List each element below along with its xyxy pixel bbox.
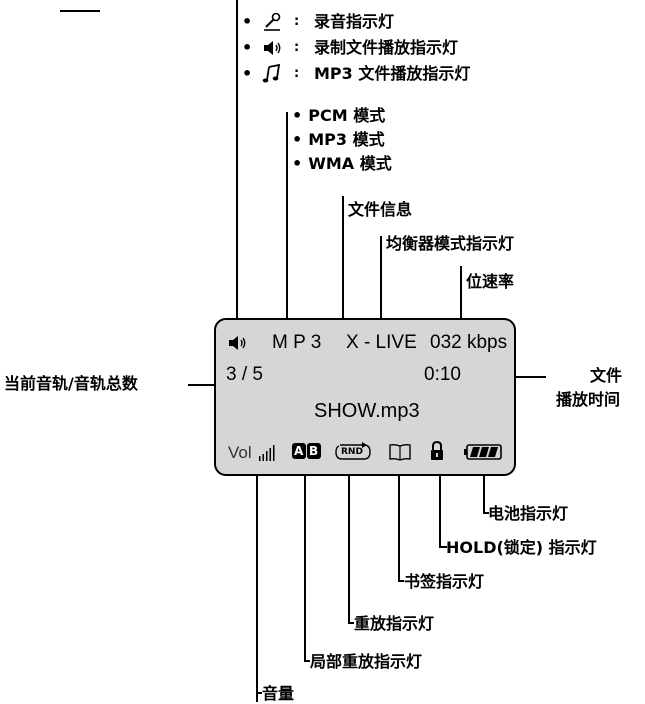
indicator-mp3-playback-label: MP3 文件播放指示灯	[314, 64, 471, 83]
file-info-label: 文件信息	[348, 200, 413, 219]
track-label: 当前音轨/音轨总数	[4, 374, 138, 393]
bullet: •	[242, 64, 253, 83]
bullet: •	[292, 130, 303, 149]
separator: :	[294, 14, 300, 29]
eq-mode-label: 均衡器模式指示灯	[386, 234, 515, 253]
battery-icon	[464, 444, 502, 460]
format-indicator: M P 3	[272, 332, 322, 353]
mode-mp3-label: MP3 模式	[308, 130, 385, 149]
time-label-line1: 文件	[590, 366, 623, 385]
mode-wma: • WMA 模式	[292, 154, 392, 174]
leader-volume-h	[256, 692, 262, 694]
indicator-recorded-playback-label: 录制文件播放指示灯	[314, 38, 459, 57]
ab-a: A	[294, 444, 304, 458]
bitrate-label: 位速率	[466, 272, 515, 291]
leader-bookmark	[398, 466, 400, 582]
speaker-icon	[228, 334, 248, 352]
leader-battery	[483, 466, 485, 514]
leader-file-info	[342, 196, 344, 396]
mode-wma-label: WMA 模式	[308, 154, 392, 173]
leader-ab-h	[304, 660, 310, 662]
mode-mp3: • MP3 模式	[292, 130, 385, 150]
top-rule	[60, 10, 100, 12]
music-note-icon	[262, 63, 282, 84]
volume-bars-icon	[258, 444, 278, 462]
repeat-label: 重放指示灯	[354, 614, 435, 633]
lcd-display: M P 3 X - LIVE 032 kbps 3 / 5 0:10 SHOW.…	[214, 318, 516, 476]
indicator-recorded-playback: • : 录制文件播放指示灯	[242, 38, 458, 58]
ab-b: B	[309, 444, 319, 458]
repeat-label-text: RND	[341, 447, 363, 457]
leader-bookmark-h	[398, 580, 404, 582]
leader-track	[188, 384, 222, 386]
leader-modes	[286, 112, 288, 328]
filename-value: SHOW.mp3	[314, 400, 420, 422]
leader-ab	[304, 466, 306, 662]
speaker-icon	[262, 38, 284, 58]
bookmark-label: 书签指示灯	[404, 572, 485, 591]
ab-repeat-label: 局部重放指示灯	[310, 652, 423, 671]
leader-battery-h	[483, 512, 489, 514]
ab-repeat-icon: A B	[292, 443, 322, 461]
battery-label: 电池指示灯	[488, 504, 569, 523]
leader-repeat	[348, 466, 350, 624]
repeat-icon: RND	[334, 442, 372, 462]
eq-indicator: X - LIVE	[346, 332, 417, 353]
bullet: •	[242, 38, 253, 57]
separator: :	[294, 40, 300, 55]
leader-eq	[380, 236, 382, 328]
bullet: •	[292, 106, 303, 125]
leader-volume	[256, 466, 258, 702]
bullet: •	[242, 12, 253, 31]
indicator-mp3-playback: • : MP3 文件播放指示灯	[242, 63, 470, 84]
leader-repeat-h	[348, 622, 354, 624]
mode-pcm: • PCM 模式	[292, 106, 385, 126]
bitrate-value: 032 kbps	[430, 332, 508, 353]
time-value: 0:10	[424, 364, 461, 385]
bullet: •	[292, 154, 303, 173]
time-label-line2: 播放时间	[556, 390, 621, 409]
leader-hold	[439, 466, 441, 548]
lock-icon	[430, 440, 444, 461]
separator: :	[294, 66, 300, 81]
volume-label: 音量	[262, 684, 295, 703]
indicator-record: • : 录音指示灯	[242, 12, 394, 32]
bookmark-icon	[388, 443, 412, 461]
leader-indicators	[236, 0, 238, 328]
leader-bitrate	[460, 266, 462, 328]
mode-pcm-label: PCM 模式	[308, 106, 386, 125]
leader-hold-h	[439, 546, 447, 548]
track-value: 3 / 5	[226, 364, 263, 385]
microphone-icon	[262, 12, 282, 32]
volume-indicator: Vol	[228, 443, 252, 462]
indicator-record-label: 录音指示灯	[314, 12, 395, 31]
hold-label: HOLD(锁定) 指示灯	[446, 538, 597, 557]
